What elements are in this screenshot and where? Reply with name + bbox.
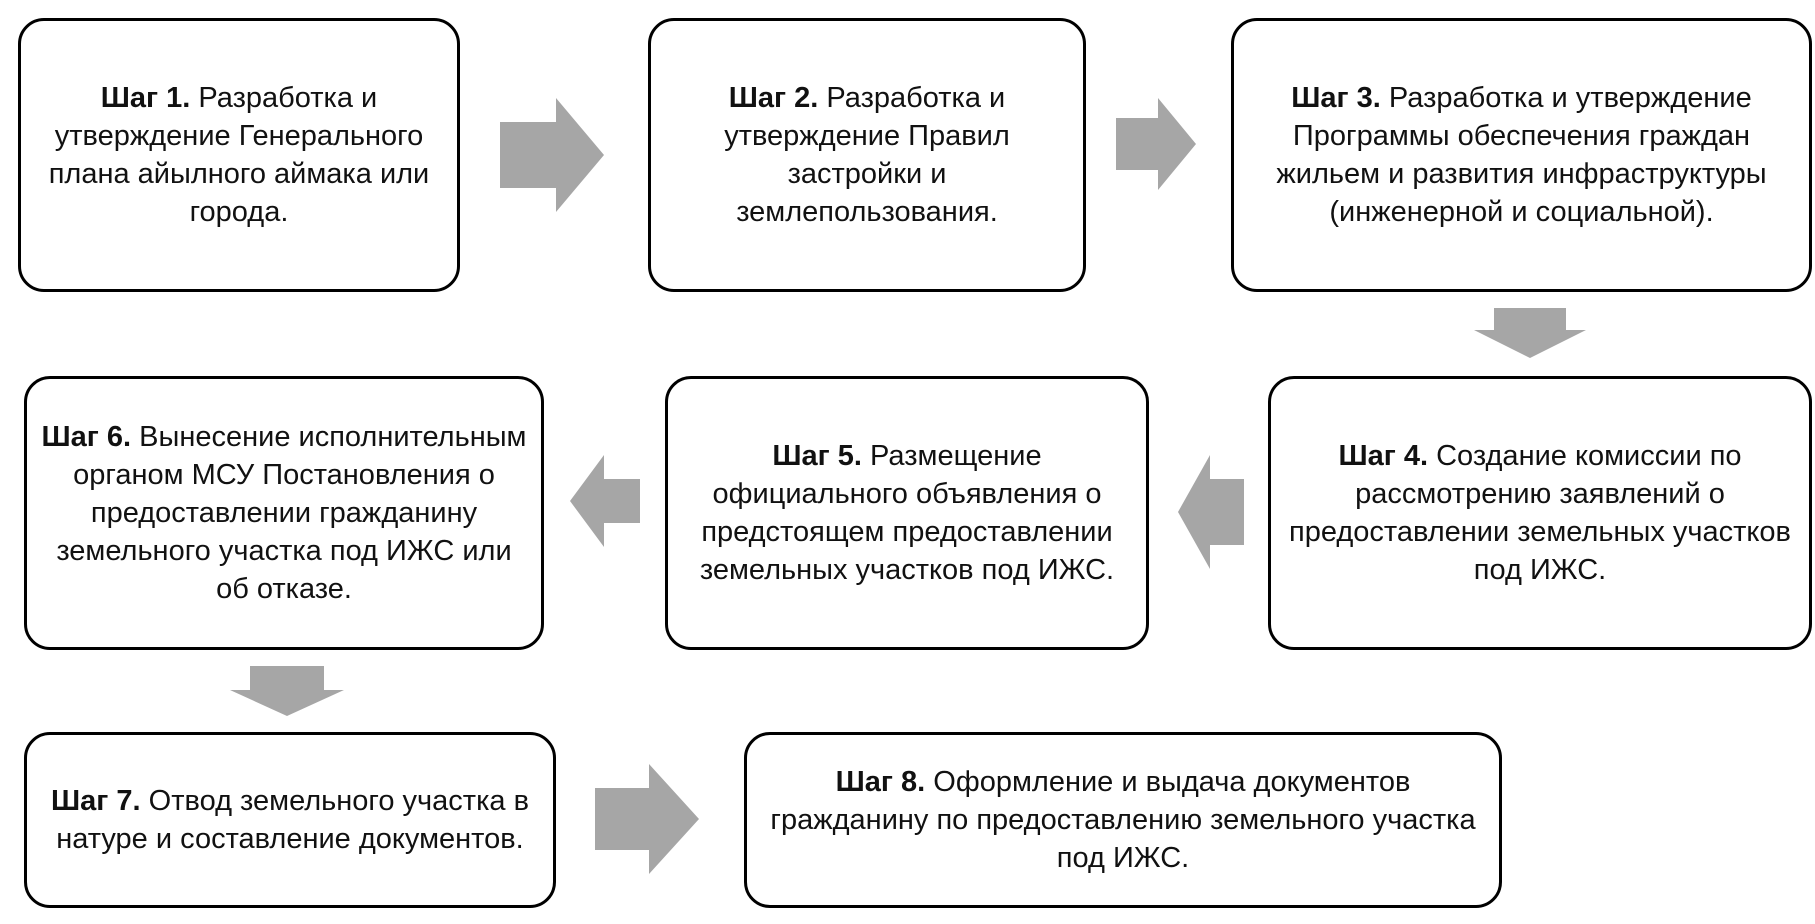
step-1-description: Разработка и утверждение Генерального пл… [48, 82, 430, 228]
arrow-down-icon [230, 666, 344, 716]
step-8-label: Шаг 8. [835, 766, 926, 798]
step-5-label: Шаг 5. [772, 440, 862, 472]
step-8-text: Шаг 8. Оформление и выдача документов гр… [761, 763, 1485, 877]
arrow-right-icon [1116, 98, 1196, 190]
arrow-left-icon [1178, 455, 1244, 569]
step-2-box: Шаг 2. Разработка и утверждение Правил з… [648, 18, 1086, 292]
step-8-box: Шаг 8. Оформление и выдача документов гр… [744, 732, 1502, 908]
step-7-box: Шаг 7. Отвод земельного участка в натуре… [24, 732, 556, 908]
arrow-right-icon [500, 98, 604, 212]
step-4-box: Шаг 4. Создание комиссии по рассмотрению… [1268, 376, 1812, 650]
step-7-text: Шаг 7. Отвод земельного участка в натуре… [41, 782, 539, 858]
step-7-description: Отвод земельного участка в натуре и сост… [56, 785, 529, 855]
arrow-down-icon [1474, 308, 1586, 358]
arrow-right-icon [595, 764, 699, 874]
step-4-label: Шаг 4. [1338, 440, 1429, 472]
step-3-description: Разработка и утверждение Программы обесп… [1276, 82, 1767, 228]
step-5-description: Размещение официального объявления о пре… [699, 440, 1115, 586]
step-7-label: Шаг 7. [51, 785, 141, 817]
step-1-label: Шаг 1. [100, 82, 191, 114]
step-1-text: Шаг 1. Разработка и утверждение Генераль… [35, 79, 443, 231]
arrow-left-icon [570, 455, 640, 547]
step-6-text: Шаг 6. Вынесение исполнительным органом … [41, 418, 527, 608]
step-6-box: Шаг 6. Вынесение исполнительным органом … [24, 376, 544, 650]
step-5-text: Шаг 5. Размещение официального объявлени… [682, 437, 1132, 589]
step-6-description: Вынесение исполнительным органом МСУ Пос… [56, 421, 527, 605]
step-3-label: Шаг 3. [1291, 82, 1381, 114]
step-4-description: Создание комиссии по рассмотрению заявле… [1289, 440, 1791, 586]
step-8-description: Оформление и выдача документов гражданин… [770, 766, 1476, 874]
step-1-box: Шаг 1. Разработка и утверждение Генераль… [18, 18, 460, 292]
step-2-description: Разработка и утверждение Правил застройк… [724, 82, 1010, 228]
step-2-label: Шаг 2. [728, 82, 819, 114]
step-4-text: Шаг 4. Создание комиссии по рассмотрению… [1285, 437, 1795, 589]
step-6-label: Шаг 6. [41, 421, 132, 453]
step-2-text: Шаг 2. Разработка и утверждение Правил з… [665, 79, 1069, 231]
step-3-box: Шаг 3. Разработка и утверждение Программ… [1231, 18, 1812, 292]
step-3-text: Шаг 3. Разработка и утверждение Программ… [1248, 79, 1795, 231]
step-5-box: Шаг 5. Размещение официального объявлени… [665, 376, 1149, 650]
